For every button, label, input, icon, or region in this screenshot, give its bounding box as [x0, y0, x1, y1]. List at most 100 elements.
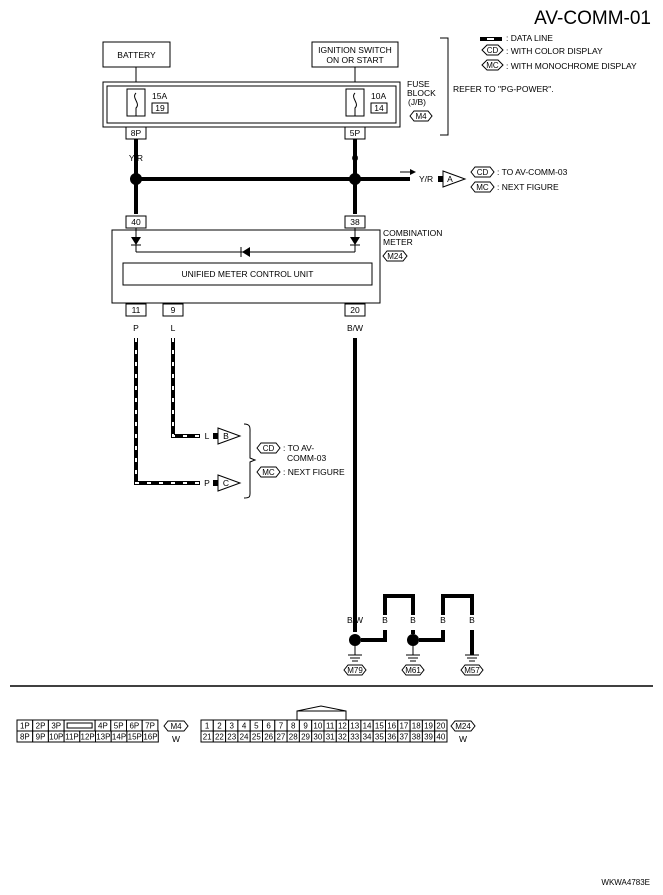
- figure-code: WKWA4783E: [601, 878, 650, 887]
- fuse-block-label-2: BLOCK: [407, 88, 436, 98]
- meter-pin-11: [125, 303, 147, 317]
- ground-wire-b2: B: [410, 615, 416, 625]
- fuse-block-label-3: (J/B): [408, 97, 426, 107]
- diode-icon: [131, 237, 141, 245]
- connector-pin-label: 39: [424, 733, 433, 742]
- connector-a-flag: [442, 170, 467, 188]
- meter-pin-38-label: 38: [350, 217, 360, 227]
- connector-m4-label: M4: [170, 722, 182, 731]
- connector-pin-label: 14P: [112, 733, 126, 742]
- page-title: AV-COMM-01: [534, 8, 651, 29]
- ground-m79-tag: [343, 664, 367, 676]
- branch-wire-yr: Y/R: [419, 174, 433, 184]
- meter-connector-tag: [382, 250, 408, 262]
- a-cd-tag: CD: [477, 168, 489, 177]
- connector-pin-label: 9: [303, 722, 308, 731]
- connector-c: C: [223, 478, 229, 488]
- connector-pin-label: 26: [264, 733, 273, 742]
- refer-pg-power: REFER TO "PG-POWER".: [453, 84, 554, 94]
- fuse-block: 15A 19 10A 14 FUSE BLOCK (J/B) M4 REFER …: [102, 37, 554, 136]
- connector-pin-label: 16P: [143, 733, 157, 742]
- battery-label: BATTERY: [117, 50, 156, 60]
- connector-m24-label: M24: [455, 722, 471, 731]
- bc-cd-destination-2: COMM-03: [287, 453, 326, 463]
- ground-wire-b4: B: [469, 615, 475, 625]
- bc-cd-destination-1: : TO AV-: [283, 443, 314, 453]
- fuse-pin-5p-label: 5P: [350, 128, 361, 138]
- connector-b-flag: [217, 427, 242, 445]
- connector-m4-color: W: [172, 734, 180, 744]
- connector-pin-label: 10P: [49, 733, 63, 742]
- splice-point: [130, 173, 142, 185]
- bc-cd-tag: CD: [263, 444, 275, 453]
- connector-pin-label: 22: [215, 733, 224, 742]
- connector-pin-label: 40: [436, 733, 445, 742]
- connector-pin-label: 28: [289, 733, 298, 742]
- connector-pin-label: 7: [279, 722, 284, 731]
- ground-m57: M57: [464, 666, 480, 675]
- bc-mc-tag: MC: [262, 468, 275, 477]
- ground-wire-b3: B: [440, 615, 446, 625]
- connector-pin-label: 7P: [145, 722, 155, 731]
- ground-m79: M79: [347, 666, 363, 675]
- meter-pin-9-label: 9: [171, 305, 176, 315]
- legend-mc-text: : WITH MONOCHROME DISPLAY: [506, 61, 637, 71]
- connector-pin-label: 35: [375, 733, 384, 742]
- connector-pin-label: 16: [387, 722, 396, 731]
- connector-pin-label: 27: [276, 733, 285, 742]
- fuse-14-number: 14: [374, 103, 384, 113]
- connector-pin-label: 3: [230, 722, 235, 731]
- bc-mc-destination: : NEXT FIGURE: [283, 467, 345, 477]
- connector-pin-label: 14: [363, 722, 372, 731]
- meter-pin-9: [162, 303, 184, 317]
- fuse-block-connector: M4: [415, 112, 427, 121]
- connector-pin-label: 17: [399, 722, 408, 731]
- meter-pin-40-label: 40: [131, 217, 141, 227]
- ground-wire-b1: B: [382, 615, 388, 625]
- connector-pin: [142, 730, 159, 743]
- connector-pin-label: 34: [363, 733, 372, 742]
- connector-pin-label: 37: [399, 733, 408, 742]
- connector-key-housing: [296, 710, 347, 720]
- meter-name-1: COMBINATION: [383, 228, 442, 238]
- splice-point: [407, 634, 419, 646]
- fuse-19-amp: 15A: [152, 91, 167, 101]
- a-mc-destination: : NEXT FIGURE: [497, 182, 559, 192]
- legend-data-line: : DATA LINE: [506, 33, 553, 43]
- legend-cd-tag: CD: [487, 46, 499, 55]
- ignition-label-1: IGNITION SWITCH: [318, 45, 392, 55]
- fuse-19-number: 19: [155, 103, 165, 113]
- unified-meter-control-unit: [122, 262, 373, 286]
- a-mc-tag: MC: [476, 183, 489, 192]
- connector-m24-color: W: [459, 734, 467, 744]
- ground-m61: M61: [405, 666, 421, 675]
- legend: : DATA LINE CD : WITH COLOR DISPLAY MC :…: [480, 33, 637, 71]
- unified-meter-control-unit-label: UNIFIED METER CONTROL UNIT: [182, 269, 314, 279]
- connector-c-flag: [217, 474, 242, 492]
- connector-pin-label: 36: [387, 733, 396, 742]
- connector-pin-label: 8: [291, 722, 296, 731]
- legend-mc-tag: MC: [486, 61, 499, 70]
- ground-wire-bw: B/W: [347, 615, 363, 625]
- connector-pin-label: 11: [326, 722, 335, 731]
- connector-pin-label: 25: [252, 733, 261, 742]
- connector-pin-label: 13P: [96, 733, 110, 742]
- connector-pin-label: 12: [338, 722, 347, 731]
- connector-pin-label: 2P: [36, 722, 46, 731]
- meter-pin-11-label: 11: [132, 305, 141, 315]
- connector-pin-label: 32: [338, 733, 347, 742]
- connector-pin-label: 4P: [98, 722, 108, 731]
- connector-pin-label: 1: [205, 722, 210, 731]
- connector-pin-label: 18: [412, 722, 421, 731]
- diode-icon: [350, 237, 360, 245]
- connector-pin-label: 29: [301, 733, 310, 742]
- connector-pin-label: 30: [313, 733, 322, 742]
- wire-color-bw: B/W: [347, 323, 363, 333]
- wire-color-p: P: [133, 323, 139, 333]
- connector-pin-label: 19: [424, 722, 433, 731]
- splice-point: [349, 634, 361, 646]
- connector-m24-tag: [450, 720, 476, 732]
- ground-m57-tag: [460, 664, 484, 676]
